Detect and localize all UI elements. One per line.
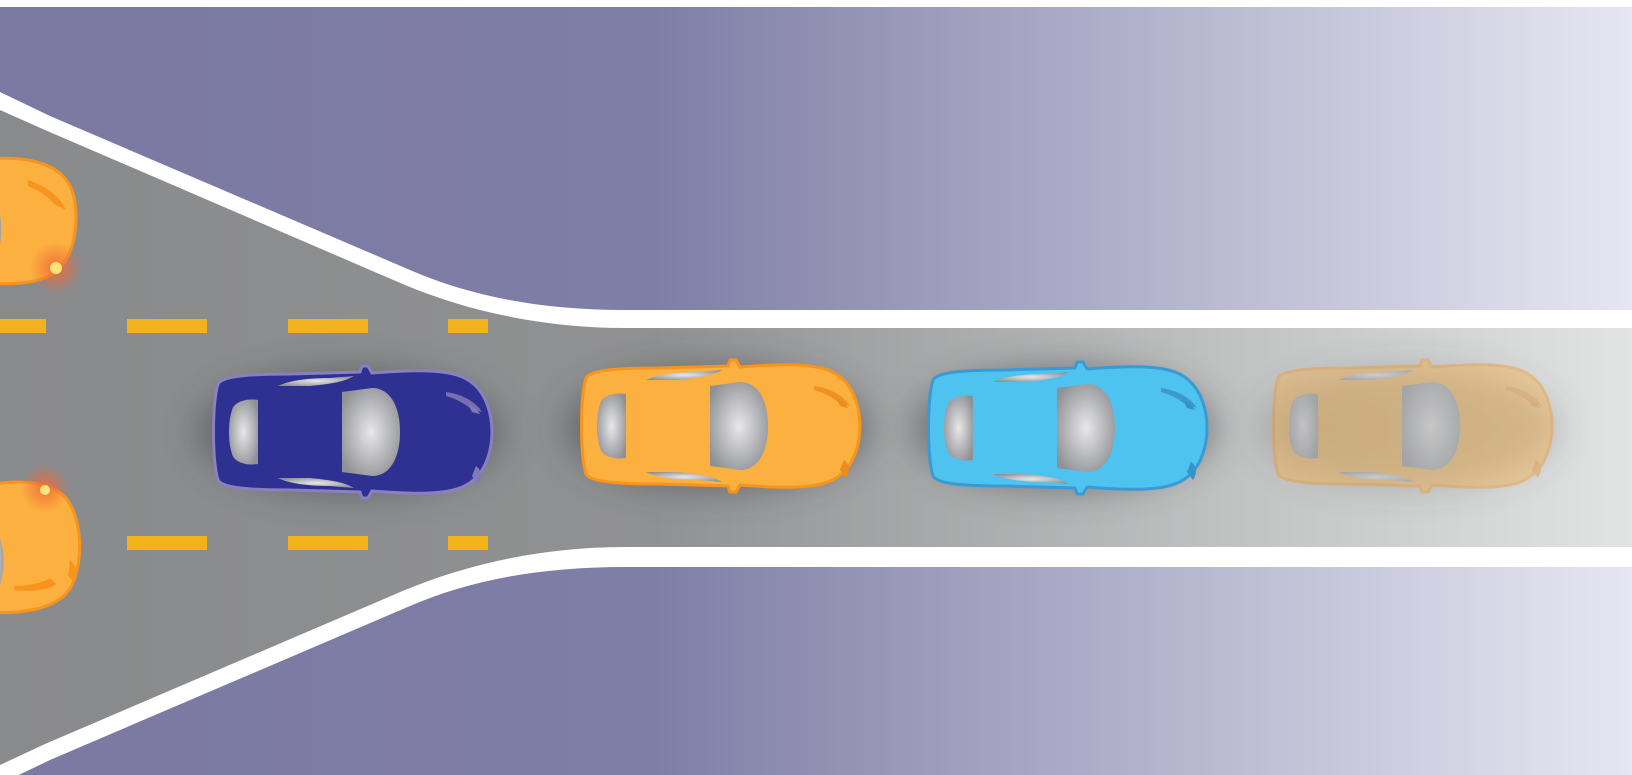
windshield <box>1057 384 1115 472</box>
lane-dash <box>288 536 368 550</box>
rear-window <box>229 399 258 464</box>
blue-car-queue <box>929 362 1208 494</box>
lane-dash <box>448 319 488 333</box>
windshield <box>342 388 400 476</box>
windshield <box>710 382 768 470</box>
rear-window <box>1289 393 1318 458</box>
yellow-car-queue <box>582 360 861 492</box>
faded-yellow-car-queue <box>1274 360 1553 492</box>
top-white-strip <box>0 0 1632 7</box>
windshield <box>1402 382 1460 470</box>
lane-dash <box>127 536 207 550</box>
yellow-car-merging-bottom <box>0 464 80 613</box>
rear-window <box>597 393 626 458</box>
lane-dash <box>127 319 207 333</box>
lane-dash <box>448 536 488 550</box>
lane-dash <box>288 319 368 333</box>
navy-car <box>214 366 493 498</box>
rear-window <box>944 395 973 460</box>
lane-dash <box>0 319 46 333</box>
